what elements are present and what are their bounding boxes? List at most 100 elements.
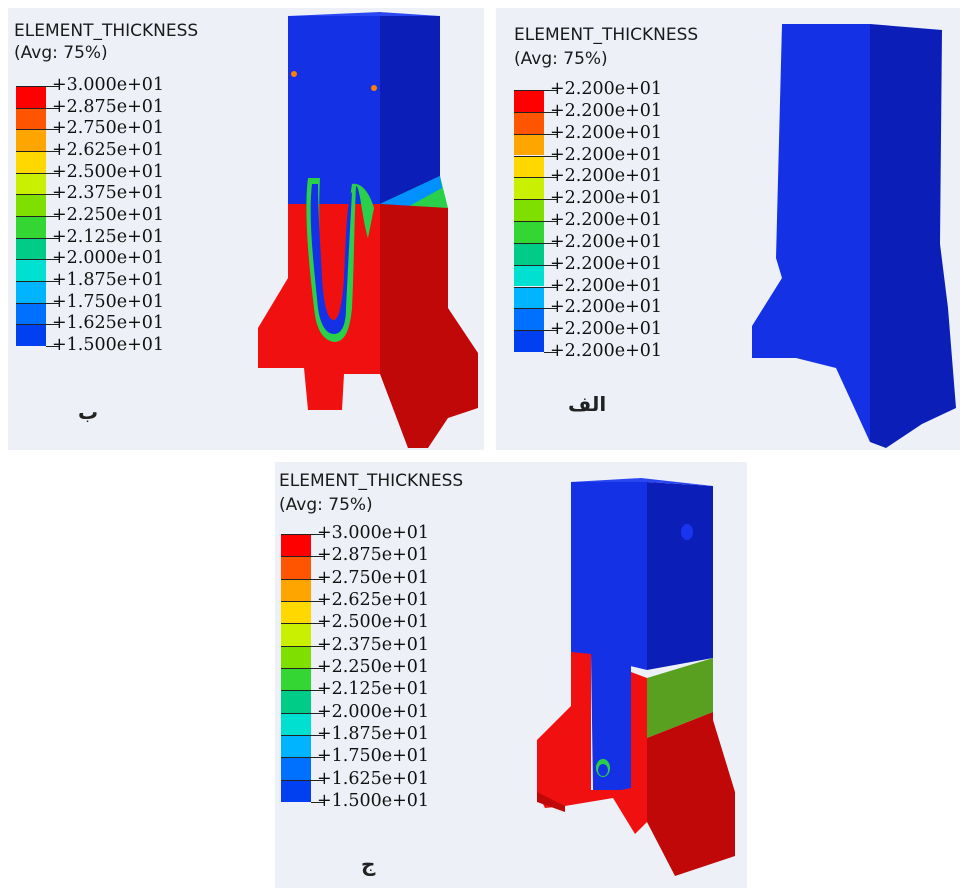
legend-color-cell xyxy=(514,111,544,134)
legend-title: ELEMENT_THICKNESS xyxy=(279,471,464,491)
legend-tick-mark xyxy=(46,281,60,282)
legend-avg: (Avg: 75%) xyxy=(514,49,608,69)
legend-color-cell xyxy=(514,221,544,243)
legend-tick-label: +1.500e+01 xyxy=(317,791,430,811)
legend-color-cell xyxy=(281,668,311,691)
legend-tick-mark xyxy=(46,151,60,152)
legend-tick-mark xyxy=(46,302,60,304)
legend-color-cell xyxy=(281,534,311,557)
legend-tick-mark xyxy=(311,757,325,759)
legend-tick-mark xyxy=(311,578,325,580)
legend-tick-label: +2.125e+01 xyxy=(317,679,430,700)
model-3d-b xyxy=(258,12,478,448)
legend-tick-label: +2.200e+01 xyxy=(550,231,663,252)
legend-tick-mark xyxy=(544,352,558,353)
legend-tick-label: +2.000e+01 xyxy=(317,701,430,722)
legend-color-cell xyxy=(16,281,46,303)
legend-tick-label: +2.875e+01 xyxy=(317,545,430,566)
legend-color-cell xyxy=(514,330,544,352)
legend-tick-label: +2.375e+01 xyxy=(317,634,430,655)
legend-tick-label: +2.625e+01 xyxy=(52,140,165,160)
legend-tick-label: +2.200e+01 xyxy=(550,210,663,230)
legend-color-cell xyxy=(16,172,46,195)
legend-tick-label: +2.375e+01 xyxy=(52,183,165,204)
legend-color-cell xyxy=(514,177,544,200)
legend-title: ELEMENT_THICKNESS xyxy=(514,25,699,45)
legend-tick-mark xyxy=(544,264,558,266)
legend-tick-mark xyxy=(311,601,325,602)
legend-tick-mark xyxy=(544,221,558,222)
legend-tick-mark xyxy=(46,172,60,174)
legend-color-cell xyxy=(16,129,46,151)
legend-tick-mark xyxy=(46,86,60,87)
legend-tick-label: +2.200e+01 xyxy=(550,144,663,165)
legend-tick-label: +2.200e+01 xyxy=(550,253,663,274)
legend-tick-mark xyxy=(311,735,325,736)
panel-label: ب xyxy=(78,400,99,424)
legend-tick-label: +2.200e+01 xyxy=(550,122,663,143)
legend-tick-mark xyxy=(544,133,558,135)
legend-tick-label: +2.200e+01 xyxy=(550,188,663,209)
legend-color-cell xyxy=(514,155,544,178)
legend-tick-label: +2.625e+01 xyxy=(317,590,430,610)
legend-color-cell xyxy=(16,259,46,281)
model-3d-alef xyxy=(752,24,956,448)
legend-color-cell xyxy=(281,690,311,713)
legend-tick-mark xyxy=(311,556,325,558)
legend-tick-label: +1.500e+01 xyxy=(52,335,165,355)
legend-tick-mark xyxy=(544,177,558,179)
legend-tick-label: +2.125e+01 xyxy=(52,226,165,247)
color-legend xyxy=(16,86,46,346)
legend-tick-mark xyxy=(311,645,325,647)
legend-color-cell xyxy=(16,107,46,130)
panel-label: ج xyxy=(361,852,376,876)
legend-color-cell xyxy=(16,237,46,260)
legend-color-cell xyxy=(281,556,311,579)
legend-tick-label: +2.200e+01 xyxy=(550,79,663,99)
legend-color-cell xyxy=(514,199,544,221)
legend-color-cell xyxy=(514,242,544,265)
legend-tick-label: +2.200e+01 xyxy=(550,166,663,187)
legend-tick-label: +2.200e+01 xyxy=(550,319,663,340)
legend-tick-mark xyxy=(46,346,60,347)
legend-color-cell xyxy=(281,712,311,735)
legend-color-cell xyxy=(281,757,311,780)
legend-color-cell xyxy=(16,324,46,346)
legend-avg: (Avg: 75%) xyxy=(14,43,108,63)
legend-avg: (Avg: 75%) xyxy=(279,495,373,515)
legend-tick-label: +1.750e+01 xyxy=(317,746,430,767)
legend-tick-mark xyxy=(544,242,558,244)
legend-tick-mark xyxy=(544,308,558,310)
legend-color-cell xyxy=(281,779,311,802)
legend-tick-mark xyxy=(544,286,558,288)
legend-tick-mark xyxy=(311,623,325,625)
panel-b: ELEMENT_THICKNESS (Avg: 75%) ب +3.000e+0… xyxy=(8,8,484,450)
color-legend xyxy=(514,90,544,352)
legend-tick-mark xyxy=(311,668,325,669)
legend-tick-label: +2.200e+01 xyxy=(550,275,663,296)
legend-tick-mark xyxy=(46,259,60,261)
legend-tick-label: +2.250e+01 xyxy=(52,205,165,225)
legend-tick-label: +1.625e+01 xyxy=(52,313,165,334)
legend-color-cell xyxy=(16,194,46,216)
legend-tick-label: +2.500e+01 xyxy=(317,612,430,633)
legend-tick-mark xyxy=(311,690,325,692)
legend-title: ELEMENT_THICKNESS xyxy=(14,21,199,41)
legend-tick-label: +3.000e+01 xyxy=(52,75,165,95)
legend-tick-mark xyxy=(311,802,325,803)
legend-color-cell xyxy=(281,601,311,624)
legend-color-cell xyxy=(281,623,311,646)
color-legend xyxy=(281,534,311,802)
legend-tick-label: +1.875e+01 xyxy=(317,724,430,744)
legend-tick-mark xyxy=(311,712,325,714)
legend-tick-mark xyxy=(544,199,558,201)
legend-tick-mark xyxy=(46,237,60,239)
panel-alef: ELEMENT_THICKNESS (Avg: 75%) الف +2.200e… xyxy=(496,8,960,450)
legend-color-cell xyxy=(281,735,311,758)
legend-tick-mark xyxy=(46,194,60,196)
legend-tick-label: +1.875e+01 xyxy=(52,270,165,290)
legend-tick-mark xyxy=(544,155,558,157)
legend-color-cell xyxy=(16,216,46,238)
legend-tick-label: +1.750e+01 xyxy=(52,291,165,312)
legend-tick-mark xyxy=(311,534,325,535)
